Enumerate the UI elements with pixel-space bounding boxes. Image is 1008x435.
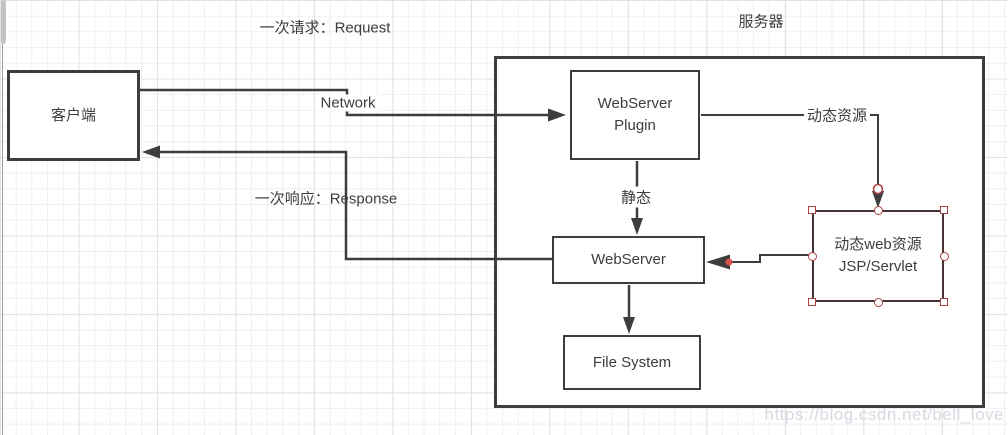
connector-dynamic-resource[interactable] (701, 114, 884, 208)
node-dynamic-web-resource-label-line1: 动态web资源 (834, 236, 922, 253)
node-webserver-plugin-label-line2: Plugin (614, 117, 656, 134)
selection-handle-bottom-left[interactable] (808, 298, 816, 306)
vertical-scrollbar-thumb[interactable] (1, 0, 6, 44)
page-boundary-line (2, 44, 3, 435)
watermark: https://blog.csdn.net/bell_love (764, 405, 1004, 424)
connector-response-line (159, 150, 552, 261)
node-dynamic-web-resource-label-line2: JSP/Servlet (838, 258, 918, 275)
node-client[interactable]: 客户端 (7, 70, 140, 161)
node-webserver-plugin[interactable]: WebServer Plugin (570, 70, 700, 160)
connector-webserver-to-filesystem[interactable] (623, 285, 635, 334)
node-webserver-plugin-label-line1: WebServer (597, 95, 673, 112)
selection-handle-bottom-mid[interactable] (873, 297, 883, 307)
node-file-system[interactable]: File System (563, 335, 701, 390)
connector-dynamic-resource-line (701, 114, 879, 193)
connector-endpoint-dot (725, 258, 733, 266)
label-dynamic-resource[interactable]: 动态资源 (803, 104, 871, 126)
arrowhead-down-icon (623, 317, 635, 334)
arrowhead-down-icon (872, 191, 884, 208)
connector-jsp-to-webserver[interactable] (706, 254, 811, 270)
label-network[interactable]: Network (317, 94, 379, 112)
node-client-label: 客户端 (50, 106, 96, 124)
label-static[interactable]: 静态 (617, 186, 655, 208)
connector-jsp-line (729, 254, 811, 263)
label-response[interactable]: 一次响应：Response (254, 190, 398, 208)
selection-handle-bottom-right[interactable] (940, 298, 948, 306)
connector-endpoint-handle (872, 183, 884, 195)
arrowhead-down-icon (631, 218, 643, 235)
selection-handle-right-mid[interactable] (939, 251, 949, 261)
node-webserver-label: WebServer (591, 251, 666, 268)
label-request[interactable]: 一次请求：Request (259, 19, 391, 37)
arrowhead-right-icon (548, 108, 566, 122)
selection-handle-top-mid[interactable] (873, 205, 883, 215)
selection-handle-top-right[interactable] (940, 206, 948, 214)
arrowhead-left-icon (706, 254, 730, 270)
connector-response[interactable] (142, 145, 552, 261)
selection-handle-top-left[interactable] (808, 206, 816, 214)
arrowhead-left-icon (142, 145, 160, 159)
selection-handle-left-mid[interactable] (807, 251, 817, 261)
label-server-title[interactable]: 服务器 (738, 13, 784, 31)
node-dynamic-web-resource[interactable]: 动态web资源 JSP/Servlet (812, 210, 944, 302)
node-file-system-label: File System (592, 353, 672, 371)
node-webserver[interactable]: WebServer (552, 236, 705, 284)
